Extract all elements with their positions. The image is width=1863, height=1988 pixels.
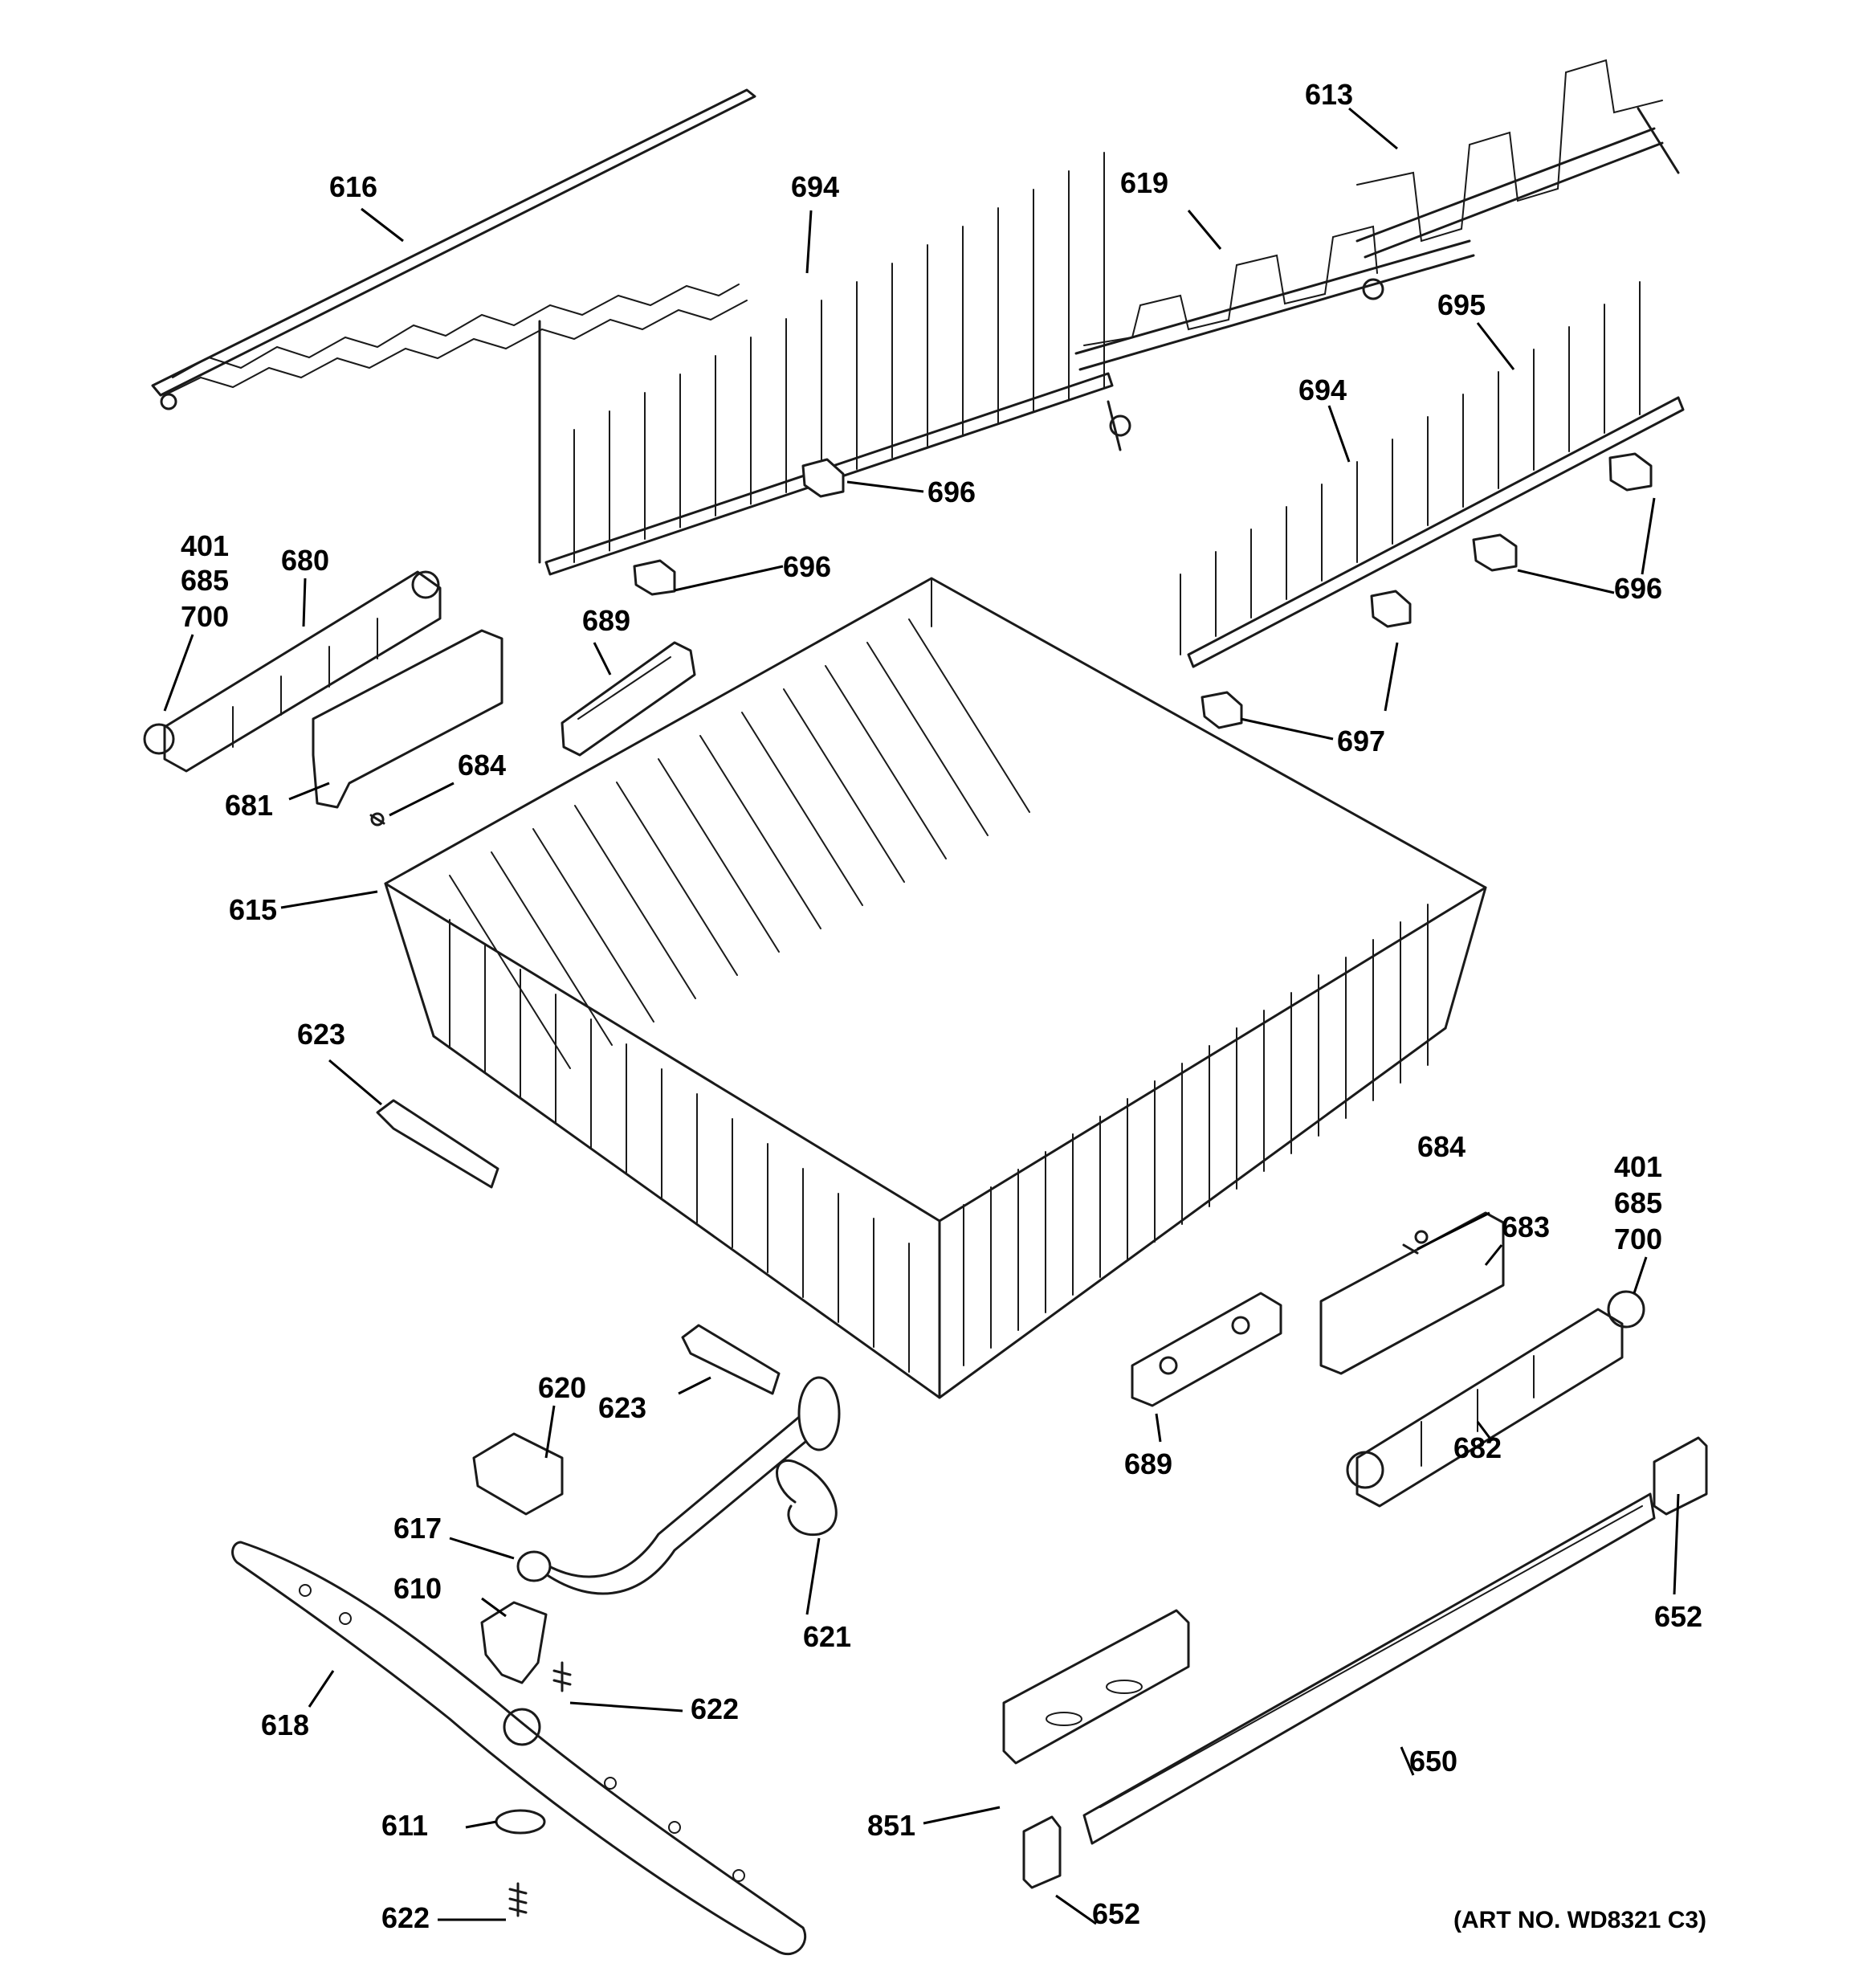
- rack-tine: [532, 828, 654, 1023]
- callout-683: 683: [1502, 1210, 1550, 1243]
- callout-851: 851: [867, 1809, 915, 1842]
- callout-682: 682: [1453, 1431, 1502, 1464]
- rack-tine: [741, 712, 863, 906]
- callout-696: 696: [783, 550, 831, 583]
- part-684-screw-b: [1402, 1243, 1419, 1255]
- callout-700: 700: [181, 600, 229, 633]
- callout-689: 689: [582, 604, 630, 637]
- part-851-roller: [1002, 1609, 1190, 1765]
- leader-lines: [163, 107, 1680, 1925]
- callout-616: 616: [329, 170, 377, 203]
- part-613-cup-shelf: [1355, 59, 1680, 300]
- callout-650: 650: [1409, 1745, 1457, 1778]
- rack-tine: [491, 851, 613, 1046]
- part-696-clip-c: [1472, 452, 1653, 572]
- part-610-arm-mount: [480, 1601, 548, 1684]
- part-623-bumper-b: [681, 1324, 781, 1395]
- rack-tine: [449, 875, 571, 1069]
- rack-tine: [825, 665, 947, 859]
- part-622-screw-a: [552, 1661, 572, 1692]
- callout-680: 680: [281, 544, 329, 577]
- callout-695: 695: [1437, 288, 1486, 321]
- part-617-feed-tube: [516, 1376, 841, 1595]
- rack-tine: [866, 642, 989, 836]
- part-620-clip: [472, 1432, 564, 1516]
- callout-623: 623: [297, 1018, 345, 1051]
- part-650-slide-rail: [1082, 1492, 1656, 1845]
- callout-610: 610: [393, 1572, 442, 1605]
- callout-694: 694: [1298, 374, 1347, 406]
- callout-652: 652: [1092, 1897, 1140, 1930]
- part-694-tine-row-right: [1180, 281, 1685, 668]
- part-681-bracket: [312, 629, 503, 827]
- callout-611: 611: [381, 1809, 428, 1842]
- part-697-clip: [1201, 590, 1412, 729]
- part-689-handle-insert-b: [1131, 1292, 1282, 1407]
- part-623-bumper-a: [376, 1099, 499, 1189]
- part-680-adjuster: [143, 570, 442, 773]
- callout-620: 620: [538, 1371, 586, 1404]
- part-694-tine-row-left: [538, 152, 1114, 576]
- part-682-adjuster: [1346, 1290, 1645, 1508]
- callout-696: 696: [927, 476, 976, 508]
- part-619-cup-shelf: [1074, 225, 1475, 451]
- part-689-handle-insert-a: [561, 641, 696, 757]
- rack-tine: [699, 735, 821, 929]
- callout-618: 618: [261, 1708, 309, 1741]
- callout-685: 685: [1614, 1186, 1662, 1219]
- callout-700: 700: [1614, 1223, 1662, 1255]
- callout-694: 694: [791, 170, 839, 203]
- rack-tine: [574, 805, 696, 999]
- part-615-upper-rack: [384, 577, 1487, 1399]
- callout-697: 697: [1337, 725, 1385, 757]
- callout-labels: 616 694 619 613 695 694 696 696 696 401 …: [181, 78, 1706, 1934]
- callout-613: 613: [1305, 78, 1353, 111]
- part-616-cup-shelf: [151, 88, 756, 410]
- callout-619: 619: [1120, 166, 1168, 199]
- part-652-end-cap-b: [1022, 1815, 1062, 1889]
- callout-681: 681: [225, 789, 273, 822]
- rack-tine: [658, 758, 780, 953]
- callout-689: 689: [1124, 1447, 1172, 1480]
- callout-617: 617: [393, 1512, 442, 1545]
- part-618-spray-arm: [231, 1541, 807, 1956]
- rack-tine: [783, 688, 905, 883]
- part-611-washer: [495, 1809, 546, 1835]
- rack-tine: [616, 782, 738, 976]
- part-652-end-cap-a: [1653, 1436, 1708, 1516]
- part-696-clip-b: [633, 559, 676, 596]
- part-622-screw-b: [508, 1882, 528, 1917]
- callout-622: 622: [691, 1692, 739, 1725]
- part-621-clamp: [776, 1459, 838, 1537]
- callout-401: 401: [1614, 1150, 1662, 1183]
- callout-622: 622: [381, 1901, 430, 1934]
- callout-401: 401: [181, 529, 229, 562]
- callout-615: 615: [229, 893, 277, 926]
- callout-696: 696: [1614, 572, 1662, 605]
- callout-623: 623: [598, 1391, 646, 1424]
- callout-652: 652: [1654, 1600, 1702, 1633]
- callout-621: 621: [803, 1620, 851, 1653]
- art-number: (ART NO. WD8321 C3): [1453, 1907, 1706, 1933]
- callout-685: 685: [181, 564, 229, 597]
- rack-tine: [908, 618, 1030, 813]
- callout-684: 684: [1417, 1130, 1466, 1163]
- part-684-screw-a: [369, 814, 385, 825]
- part-696-clip-a: [801, 458, 845, 498]
- callout-684: 684: [458, 749, 506, 782]
- part-683-bracket: [1319, 1211, 1505, 1375]
